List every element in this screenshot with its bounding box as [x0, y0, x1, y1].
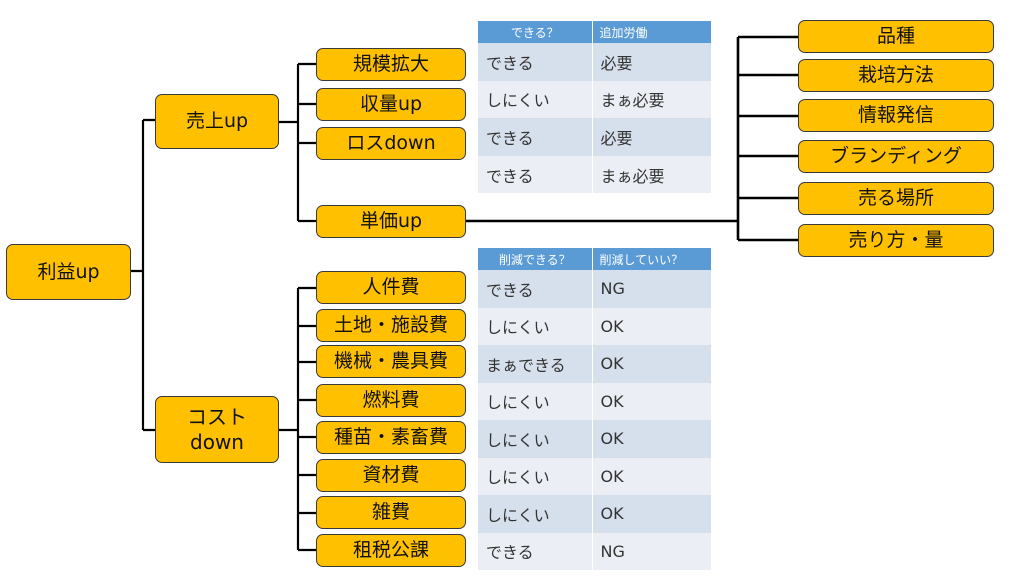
unit-price-up-node: 単価up [316, 205, 466, 238]
table-cell: しにくい [478, 457, 592, 495]
fuel-cost-node: 燃料費 [316, 384, 466, 417]
table-cell: しにくい [478, 80, 592, 119]
cost-evaluation-table: 削減できる？ 削減していい？ できる NG しにくい OK まぁできる OK し… [478, 248, 711, 570]
labor-cost-node: 人件費 [316, 271, 466, 304]
table-cell: OK [591, 382, 711, 420]
info-dissemination-node: 情報発信 [798, 99, 994, 132]
cultivation-method-node: 栽培方法 [798, 59, 994, 92]
table-row: できる NG [478, 270, 711, 308]
table-cell: できる [478, 118, 592, 156]
table-row: できる 必要 [478, 43, 711, 81]
table-row: しにくい OK [478, 307, 711, 345]
table-cell: まぁできる [478, 345, 592, 383]
table-cell: NG [591, 532, 711, 570]
table-cell: OK [591, 420, 711, 458]
table-cell: しにくい [478, 307, 592, 345]
table-header-row: できる？ 追加労働 [478, 21, 711, 43]
table-cell: できる [478, 155, 592, 194]
materials-cost-node: 資材費 [316, 459, 466, 492]
table-cell: まぁ必要 [591, 155, 711, 194]
sales-place-node: 売る場所 [798, 182, 994, 215]
taxes-node: 租税公課 [316, 534, 466, 567]
cost-down-line2: down [190, 429, 244, 454]
table-cell: できる [478, 270, 592, 308]
seed-livestock-cost-node: 種苗・素畜費 [316, 421, 466, 454]
header-extra-labor: 追加労働 [591, 21, 711, 43]
table-cell: 必要 [591, 118, 711, 156]
table-header-row: 削減できる？ 削減していい？ [478, 248, 711, 270]
sales-method-node: 売り方・量 [798, 224, 994, 257]
table-row: しにくい OK [478, 457, 711, 495]
table-row: しにくい OK [478, 495, 711, 533]
table-cell: できる [478, 43, 592, 81]
variety-node: 品種 [798, 20, 994, 53]
table-cell: OK [591, 457, 711, 495]
header-can-do: できる？ [478, 21, 592, 43]
yield-up-node: 収量up [316, 88, 466, 121]
misc-cost-node: 雑費 [316, 496, 466, 529]
table-row: まぁできる OK [478, 345, 711, 383]
table-cell: できる [478, 532, 592, 570]
table-row: できる 必要 [478, 118, 711, 156]
table-row: しにくい OK [478, 420, 711, 458]
table-row: しにくい OK [478, 382, 711, 420]
loss-down-node: ロスdown [316, 127, 466, 160]
table-cell: 必要 [591, 43, 711, 81]
table-cell: NG [591, 270, 711, 308]
land-facility-cost-node: 土地・施設費 [316, 309, 466, 342]
header-can-reduce: 削減できる？ [478, 248, 592, 270]
table-cell: OK [591, 495, 711, 533]
machine-tool-cost-node: 機械・農具費 [316, 345, 466, 378]
table-cell: OK [591, 307, 711, 345]
cost-down-line1: コスト [187, 404, 247, 429]
table-row: しにくい まぁ必要 [478, 80, 711, 119]
root-node: 利益up [6, 244, 131, 300]
cost-down-node: コスト down [155, 396, 279, 463]
branding-node: ブランディング [798, 140, 994, 173]
table-cell: しにくい [478, 382, 592, 420]
scale-expansion-node: 規模拡大 [316, 48, 466, 81]
table-cell: OK [591, 345, 711, 383]
table-row: できる まぁ必要 [478, 155, 711, 194]
table-cell: しにくい [478, 420, 592, 458]
table-row: できる NG [478, 532, 711, 570]
sales-up-node: 売上up [155, 94, 279, 149]
table-cell: しにくい [478, 495, 592, 533]
sales-evaluation-table: できる？ 追加労働 できる 必要 しにくい まぁ必要 できる 必要 できる まぁ… [478, 21, 711, 194]
table-cell: まぁ必要 [591, 80, 711, 119]
header-ok-to-reduce: 削減していい？ [591, 248, 711, 270]
